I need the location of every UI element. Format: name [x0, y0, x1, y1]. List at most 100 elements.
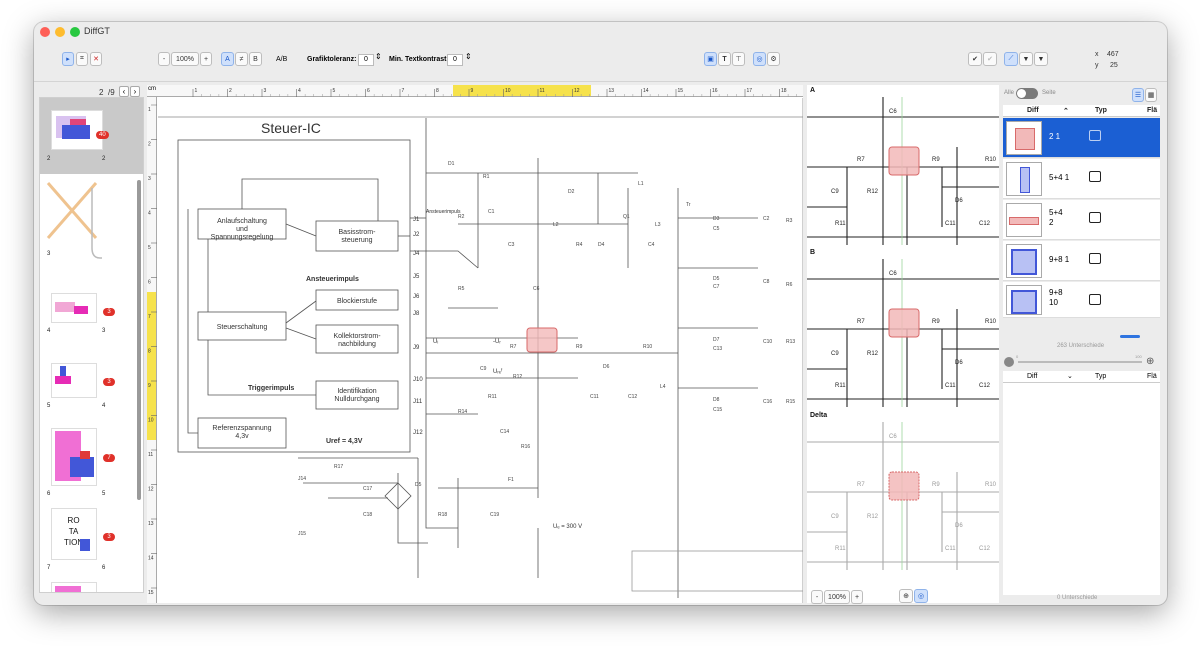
preview-delta-image[interactable]: R7R9R10C9R12D6R11C11C12C6	[807, 422, 999, 570]
thumbs-scrollbar[interactable]	[137, 180, 141, 500]
prev-page-button[interactable]: ‹	[119, 86, 129, 97]
component-label: C14	[500, 429, 509, 435]
settings-icon[interactable]: ⚙	[767, 52, 780, 66]
close-window-button[interactable]	[40, 27, 50, 37]
preview-zoom-out-button[interactable]: -	[811, 590, 823, 604]
filter-plus-icon[interactable]: ▼	[1019, 52, 1033, 66]
text-filter-button[interactable]: T	[718, 52, 731, 66]
zoom-level-field[interactable]: 100%	[171, 52, 199, 66]
component-label: J14	[298, 476, 306, 482]
pointer-tool-button[interactable]: ▸	[62, 52, 74, 66]
zoom-target-icon[interactable]: ◎	[914, 589, 928, 603]
preview-component-label: D6	[955, 198, 963, 204]
text-contrast-stepper[interactable]: ⇕	[465, 52, 472, 61]
preview-component-label: R11	[835, 383, 846, 389]
ruler-tick-label: 8	[148, 349, 151, 355]
preview-zoom-field[interactable]: 100%	[824, 590, 850, 604]
col-typ[interactable]: Typ	[1095, 107, 1107, 114]
ruler-tick-label: 6	[148, 280, 151, 286]
x-coord-label: x	[1095, 51, 1099, 58]
ruler-tick-label: 14	[643, 88, 649, 94]
crop-tool-button[interactable]: ⌗	[76, 52, 88, 66]
text-image-filter-button[interactable]: ⊤	[732, 52, 745, 66]
preview-zoom-in-button[interactable]: +	[851, 590, 863, 604]
thumb-page-7[interactable]: RO TA TION	[51, 508, 97, 560]
wand-filter-button[interactable]: ⟋	[1004, 52, 1018, 66]
ruler-tick-label: 1	[148, 107, 151, 113]
slider-knob[interactable]	[1004, 357, 1014, 367]
filter-icon[interactable]: ▼	[1034, 52, 1048, 66]
preview-b-image[interactable]: R7R9R10C9R12D6R11C11C12C6	[807, 259, 999, 407]
component-label: R1	[483, 174, 490, 180]
list-view-icon[interactable]: ☰	[1132, 88, 1144, 102]
thumb-page-5[interactable]	[51, 363, 97, 398]
component-label: C1	[488, 209, 495, 215]
col-diff-2[interactable]: Diff	[1027, 373, 1037, 380]
ruler-tick-label: 7	[148, 314, 151, 320]
zoom-in-button[interactable]: +	[200, 52, 212, 66]
col-diff[interactable]: Diff	[1027, 107, 1039, 114]
preview-label-b: B	[810, 249, 815, 256]
component-label: C9	[480, 366, 487, 372]
sort-chevron-up-icon[interactable]: ⌃	[1063, 107, 1069, 115]
document-canvas[interactable]: cm 123456789101112131415161718 123456789…	[147, 85, 803, 603]
ruler-tick-label: 10	[505, 88, 511, 94]
preview-component-label: C12	[979, 221, 991, 227]
minimize-window-button[interactable]	[55, 27, 65, 37]
next-page-button[interactable]: ›	[130, 86, 140, 97]
image-type-icon	[1089, 171, 1101, 182]
zoom-window-button[interactable]	[70, 27, 80, 37]
diff-row[interactable]: 9+8 1	[1003, 241, 1160, 281]
second-table-header: Diff ⌄ Typ Flä	[1003, 371, 1160, 383]
difference-highlight[interactable]	[889, 147, 919, 175]
list-scroll-indicator[interactable]	[1120, 335, 1140, 338]
graphic-tolerance-stepper[interactable]: ⇕	[375, 52, 382, 61]
thumb-page-2[interactable]	[51, 110, 103, 150]
chevron-down-icon[interactable]: ⌄	[1067, 372, 1073, 380]
view-diff-button[interactable]: ≠	[235, 52, 248, 66]
view-b-button[interactable]: B	[249, 52, 262, 66]
globe-icon[interactable]: ⊕	[1146, 356, 1154, 367]
grid-view-icon[interactable]: ▦	[1145, 88, 1157, 102]
diff-row[interactable]: 5+4 1	[1003, 159, 1160, 199]
component-label: D8	[713, 397, 720, 403]
scope-toggle[interactable]	[1016, 88, 1038, 99]
view-ab-button[interactable]: A/B	[276, 56, 287, 63]
second-diff-list[interactable]	[1003, 383, 1160, 595]
scope-all-label: Alle	[1004, 90, 1014, 96]
col-typ-2[interactable]: Typ	[1095, 373, 1106, 380]
block-basis: Basisstrom-steuerung	[339, 229, 377, 244]
thumb-page-6[interactable]	[51, 428, 97, 486]
difference-highlight[interactable]	[889, 309, 919, 337]
ruler-tick-label: 16	[712, 88, 718, 94]
diff-row[interactable]: 5+4 2	[1003, 200, 1160, 240]
ruler-tick-label: 13	[609, 88, 615, 94]
zoom-fit-icon[interactable]: ⊕	[899, 589, 913, 603]
graphic-tolerance-input[interactable]: 0	[358, 54, 374, 66]
diff-row[interactable]: 2 1	[1003, 118, 1160, 158]
view-a-button[interactable]: A	[221, 52, 234, 66]
check-all-button[interactable]: ✔	[983, 52, 997, 66]
schematic-title: Steuer-IC	[261, 120, 321, 136]
ruler-tick-label: 15	[148, 590, 154, 596]
zoom-out-button[interactable]: -	[158, 52, 170, 66]
check-button[interactable]: ✔	[968, 52, 982, 66]
label-uref: Uref = 4,3V	[326, 438, 363, 445]
tolerance-slider[interactable]	[1018, 361, 1142, 363]
difference-highlight[interactable]	[889, 472, 919, 500]
preview-component-label: C6	[889, 271, 897, 277]
preview-a-image[interactable]: R7R9R10C9R12D6R11C11C12C6	[807, 97, 999, 245]
component-label: D5	[713, 276, 720, 282]
component-label: C11	[590, 394, 599, 400]
text-contrast-input[interactable]: 0	[447, 54, 463, 66]
component-label: R5	[458, 286, 465, 292]
col-flaeche-2[interactable]: Flä	[1147, 373, 1157, 380]
image-filter-button[interactable]: ▣	[704, 52, 717, 66]
preview-component-label: R9	[932, 157, 940, 163]
diff-row[interactable]: 9+8 10	[1003, 282, 1160, 318]
target-filter-button[interactable]: ◎	[753, 52, 766, 66]
thumb-page-4[interactable]	[51, 293, 97, 323]
thumb-page-8[interactable]	[51, 582, 97, 593]
col-flaeche[interactable]: Flä	[1147, 107, 1157, 114]
delete-tool-button[interactable]: ✕	[90, 52, 102, 66]
